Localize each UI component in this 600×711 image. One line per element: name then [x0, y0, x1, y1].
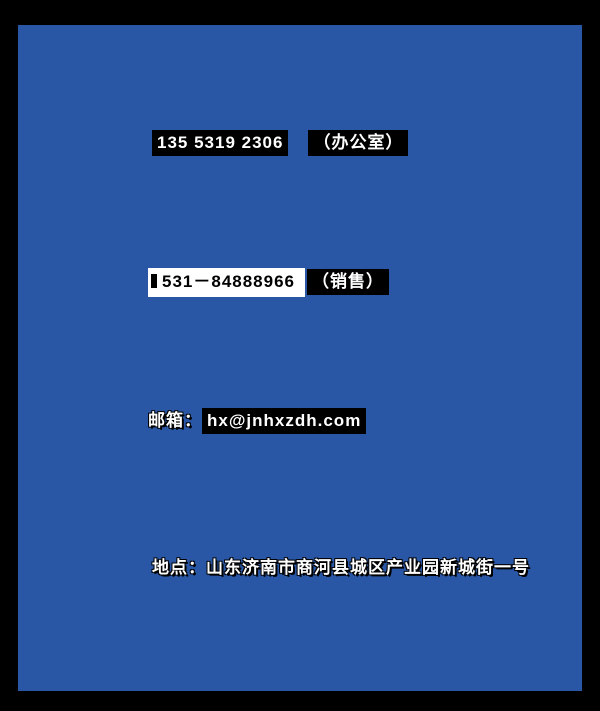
sales-phone-line: 531－84888966 （销售）	[148, 268, 390, 297]
email-prefix-label: 邮箱：	[148, 411, 202, 430]
address-text: 地点：山东济南市商河县城区产业园新城街一号	[152, 558, 530, 577]
address-line: 地点：山东济南市商河县城区产业园新城街一号	[152, 557, 530, 579]
office-phone-label: （办公室）	[308, 130, 409, 156]
sales-phone-number-text: 531－84888966	[162, 272, 296, 291]
sales-phone-number: 531－84888966	[148, 268, 306, 297]
partial-digit-mark	[151, 274, 157, 288]
office-phone-line: 135 5319 2306 （办公室）	[152, 130, 409, 156]
email-line: 邮箱：hx@jnhxzdh.com	[148, 408, 367, 434]
content-panel: 135 5319 2306 （办公室） 531－84888966 （销售） 邮箱：h…	[18, 25, 582, 691]
sales-phone-label: （销售）	[307, 269, 390, 295]
office-phone-number: 135 5319 2306	[152, 130, 289, 156]
email-address: hx@jnhxzdh.com	[202, 408, 367, 434]
